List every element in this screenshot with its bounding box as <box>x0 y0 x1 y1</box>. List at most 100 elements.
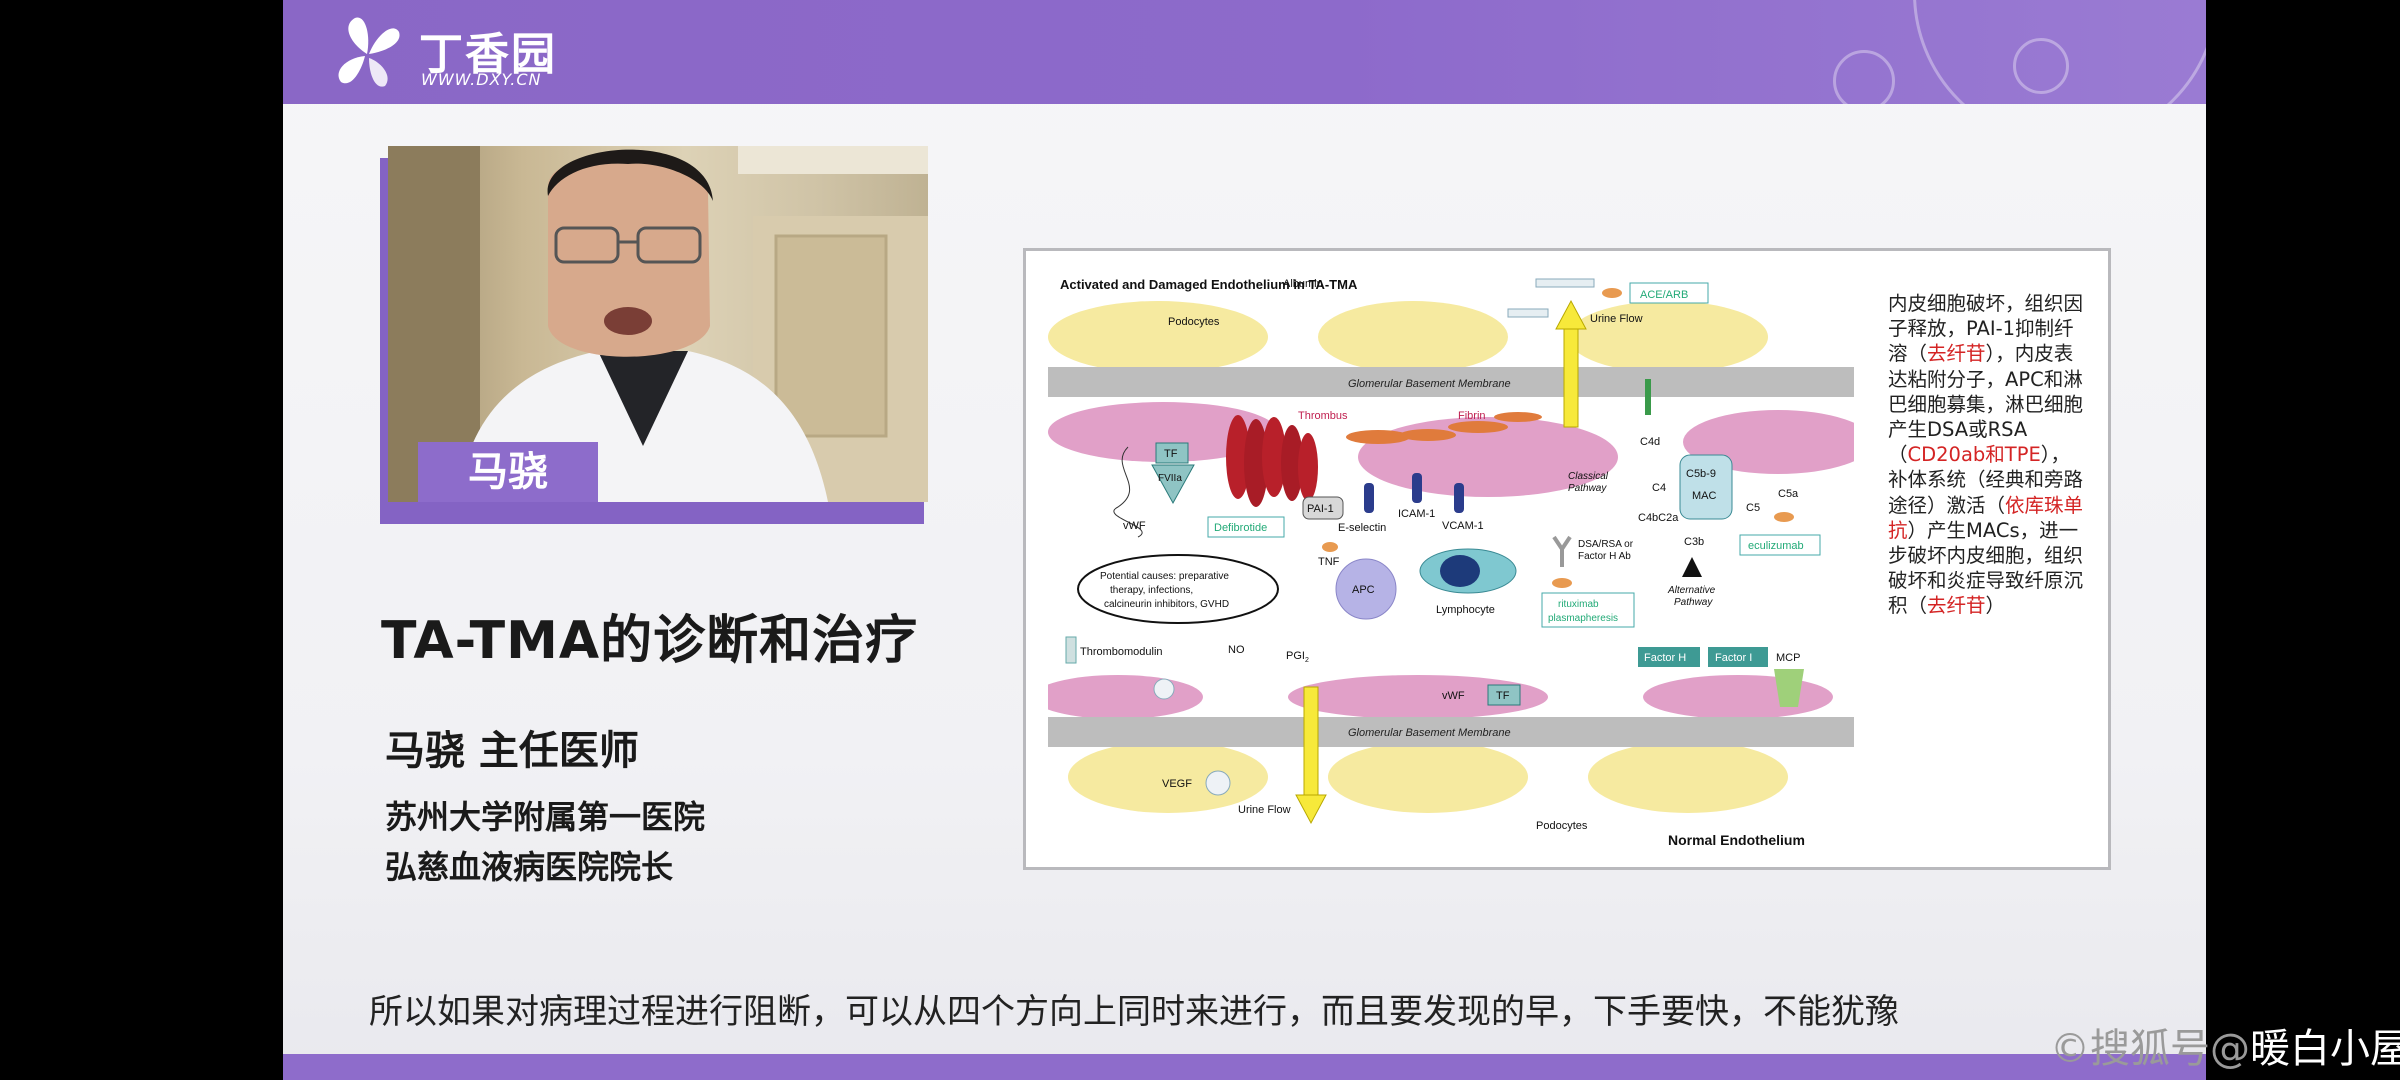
pgi2-label: PGI2 <box>1286 650 1309 664</box>
figure-title: Activated and Damaged Endothelium in TA-… <box>1060 277 1358 292</box>
causes-ellipse <box>1077 554 1279 624</box>
endothelial-cell <box>1643 675 1833 719</box>
speaker-name-tag: 马骁 <box>418 442 598 502</box>
pgi2-base: PGI <box>1286 650 1305 662</box>
eculizumab-label: eculizumab <box>1748 540 1804 552</box>
fviia-triangle <box>1151 464 1195 505</box>
note-drug-highlight: 依库珠单抗 <box>1888 493 2084 542</box>
fibrin-label: Fibrin <box>1458 410 1486 422</box>
urine-flow-arrow-down <box>1303 686 1319 798</box>
podocyte <box>1048 301 1268 373</box>
flower-icon <box>338 17 400 87</box>
vwf-label: vWF <box>1123 520 1146 532</box>
figure-panel: Activated and Damaged Endothelium in TA-… <box>1023 248 2111 870</box>
rituximab-box <box>1541 592 1635 628</box>
gbm-bottom-label: Glomerular Basement Membrane <box>1348 727 1511 739</box>
icam-marker <box>1412 473 1422 503</box>
c4bc2a-label: C4bC2a <box>1638 512 1679 524</box>
thrombomodulin-marker <box>1065 636 1077 664</box>
watermark: ©搜狐号@暖白小屋 <box>2050 1016 2400 1074</box>
gbm-bottom <box>1048 717 1854 747</box>
vwf-bottom-label: vWF <box>1442 690 1465 702</box>
alternative-label: Alternative <box>1667 585 1716 596</box>
mcp-cup <box>1774 669 1804 707</box>
vegf-label: VEGF <box>1162 778 1192 790</box>
rituximab-pill <box>1552 578 1572 588</box>
alternative-label: Pathway <box>1674 597 1713 608</box>
side-annotation: 内皮细胞破坏，组织因子释放，PAI-1抑制纤溶（去纤苷），内皮表达粘附分子，AP… <box>1888 291 2088 619</box>
acearb-box <box>1629 282 1709 304</box>
vegf-vesicle <box>1205 770 1231 796</box>
antibody-icon <box>1552 535 1572 567</box>
vesicle <box>1153 678 1175 700</box>
plasmapheresis-label: plasmapheresis <box>1548 613 1618 624</box>
tnf-pill <box>1322 542 1338 552</box>
figure-corner-label: Normal Endothelium <box>1668 832 1805 848</box>
urine-flow-label: Urine Flow <box>1238 804 1291 816</box>
eculizumab-box <box>1739 534 1821 556</box>
logo-text: 丁香园 <box>419 29 557 80</box>
factor-i-label: Factor I <box>1715 652 1752 664</box>
speaker-name-title: 马骁 主任医师 <box>385 728 639 774</box>
albumin-shape <box>1535 278 1595 288</box>
causes-line: Potential causes: preparative <box>1100 571 1229 582</box>
urine-flow-arrow-up <box>1563 326 1579 428</box>
endothelial-cell <box>1288 675 1548 719</box>
defibrotide-label: Defibrotide <box>1214 522 1267 534</box>
note-text: ），内皮表达粘附分子，APC和淋巴细胞募集，淋巴细胞产生DSA或RSA（ <box>1888 342 2084 467</box>
albumin-shape <box>1507 308 1549 318</box>
factor-i-box <box>1708 647 1768 667</box>
speaker-video[interactable]: 马骁 <box>388 146 928 502</box>
fibrin-strands <box>1346 412 1542 444</box>
affiliation-hospital: 苏州大学附属第一医院 <box>385 798 706 836</box>
slide: 丁香园 WWW.DXY.CN 马骁 TA-TMA的诊断和治疗 <box>283 0 2206 1080</box>
podocyte <box>1328 741 1528 813</box>
thrombus-label: Thrombus <box>1298 410 1348 422</box>
urine-flow-label: Urine Flow <box>1590 313 1643 325</box>
pgi2-subscript: 2 <box>1305 657 1309 664</box>
c5-label: C5 <box>1746 502 1760 514</box>
thrombus <box>1226 415 1318 507</box>
factor-h-box <box>1638 647 1700 667</box>
tf-bottom-label: TF <box>1496 690 1510 702</box>
podocyte <box>1588 741 1788 813</box>
podocytes-label: Podocytes <box>1536 820 1588 832</box>
urine-flow-arrow-head <box>1555 299 1587 330</box>
urine-flow-arrow-head <box>1295 794 1327 825</box>
c3b-label: C3b <box>1684 536 1704 548</box>
vcam-marker <box>1454 483 1464 513</box>
watermark-prefix: ©搜狐号@ <box>2050 1026 2250 1072</box>
c5a-label: C5a <box>1778 488 1799 500</box>
c4d-label: C4d <box>1640 436 1660 448</box>
no-label: NO <box>1228 644 1245 656</box>
gbm-top <box>1048 367 1854 397</box>
speaker-figure <box>388 146 928 502</box>
apc-cell <box>1335 558 1397 620</box>
c4-label: C4 <box>1652 482 1666 494</box>
mac-label: MAC <box>1692 490 1717 502</box>
decor-ring <box>1833 50 1895 104</box>
dsa-label: Factor H Ab <box>1578 551 1631 562</box>
vcam1-label: VCAM-1 <box>1442 520 1484 532</box>
c4d-marker <box>1645 379 1651 415</box>
eculizumab-pill <box>1774 512 1794 522</box>
e-selectin-marker <box>1364 483 1374 513</box>
mac-complex <box>1679 454 1733 520</box>
rituximab-label: rituximab <box>1558 599 1599 610</box>
tf-bottom-box <box>1487 684 1521 706</box>
acearb-label: ACE/ARB <box>1640 289 1688 301</box>
affiliation-position: 弘慈血液病医院院长 <box>385 848 674 886</box>
classical-label: Pathway <box>1568 483 1607 494</box>
podocyte <box>1068 741 1268 813</box>
note-drug-highlight: 去纤苷 <box>1927 594 1986 618</box>
tf-label: TF <box>1164 448 1178 460</box>
gbm-top-label: Glomerular Basement Membrane <box>1348 378 1511 390</box>
note-text: 内皮细胞破坏，组织因子释放，PAI-1抑制纤溶（ <box>1888 292 2084 366</box>
fviia-label: FVIIa <box>1158 473 1182 484</box>
video-subtitle: 所以如果对病理过程进行阻断，可以从四个方向上同时来进行，而且要发现的早，下手要快… <box>369 992 1899 1032</box>
tnf-label: TNF <box>1318 556 1340 568</box>
pai1-box <box>1302 496 1344 520</box>
note-drug-highlight: 去纤苷 <box>1927 342 1986 366</box>
causes-line: calcineurin inhibitors, GVHD <box>1104 599 1229 610</box>
lymphocyte-nucleus <box>1440 555 1480 587</box>
